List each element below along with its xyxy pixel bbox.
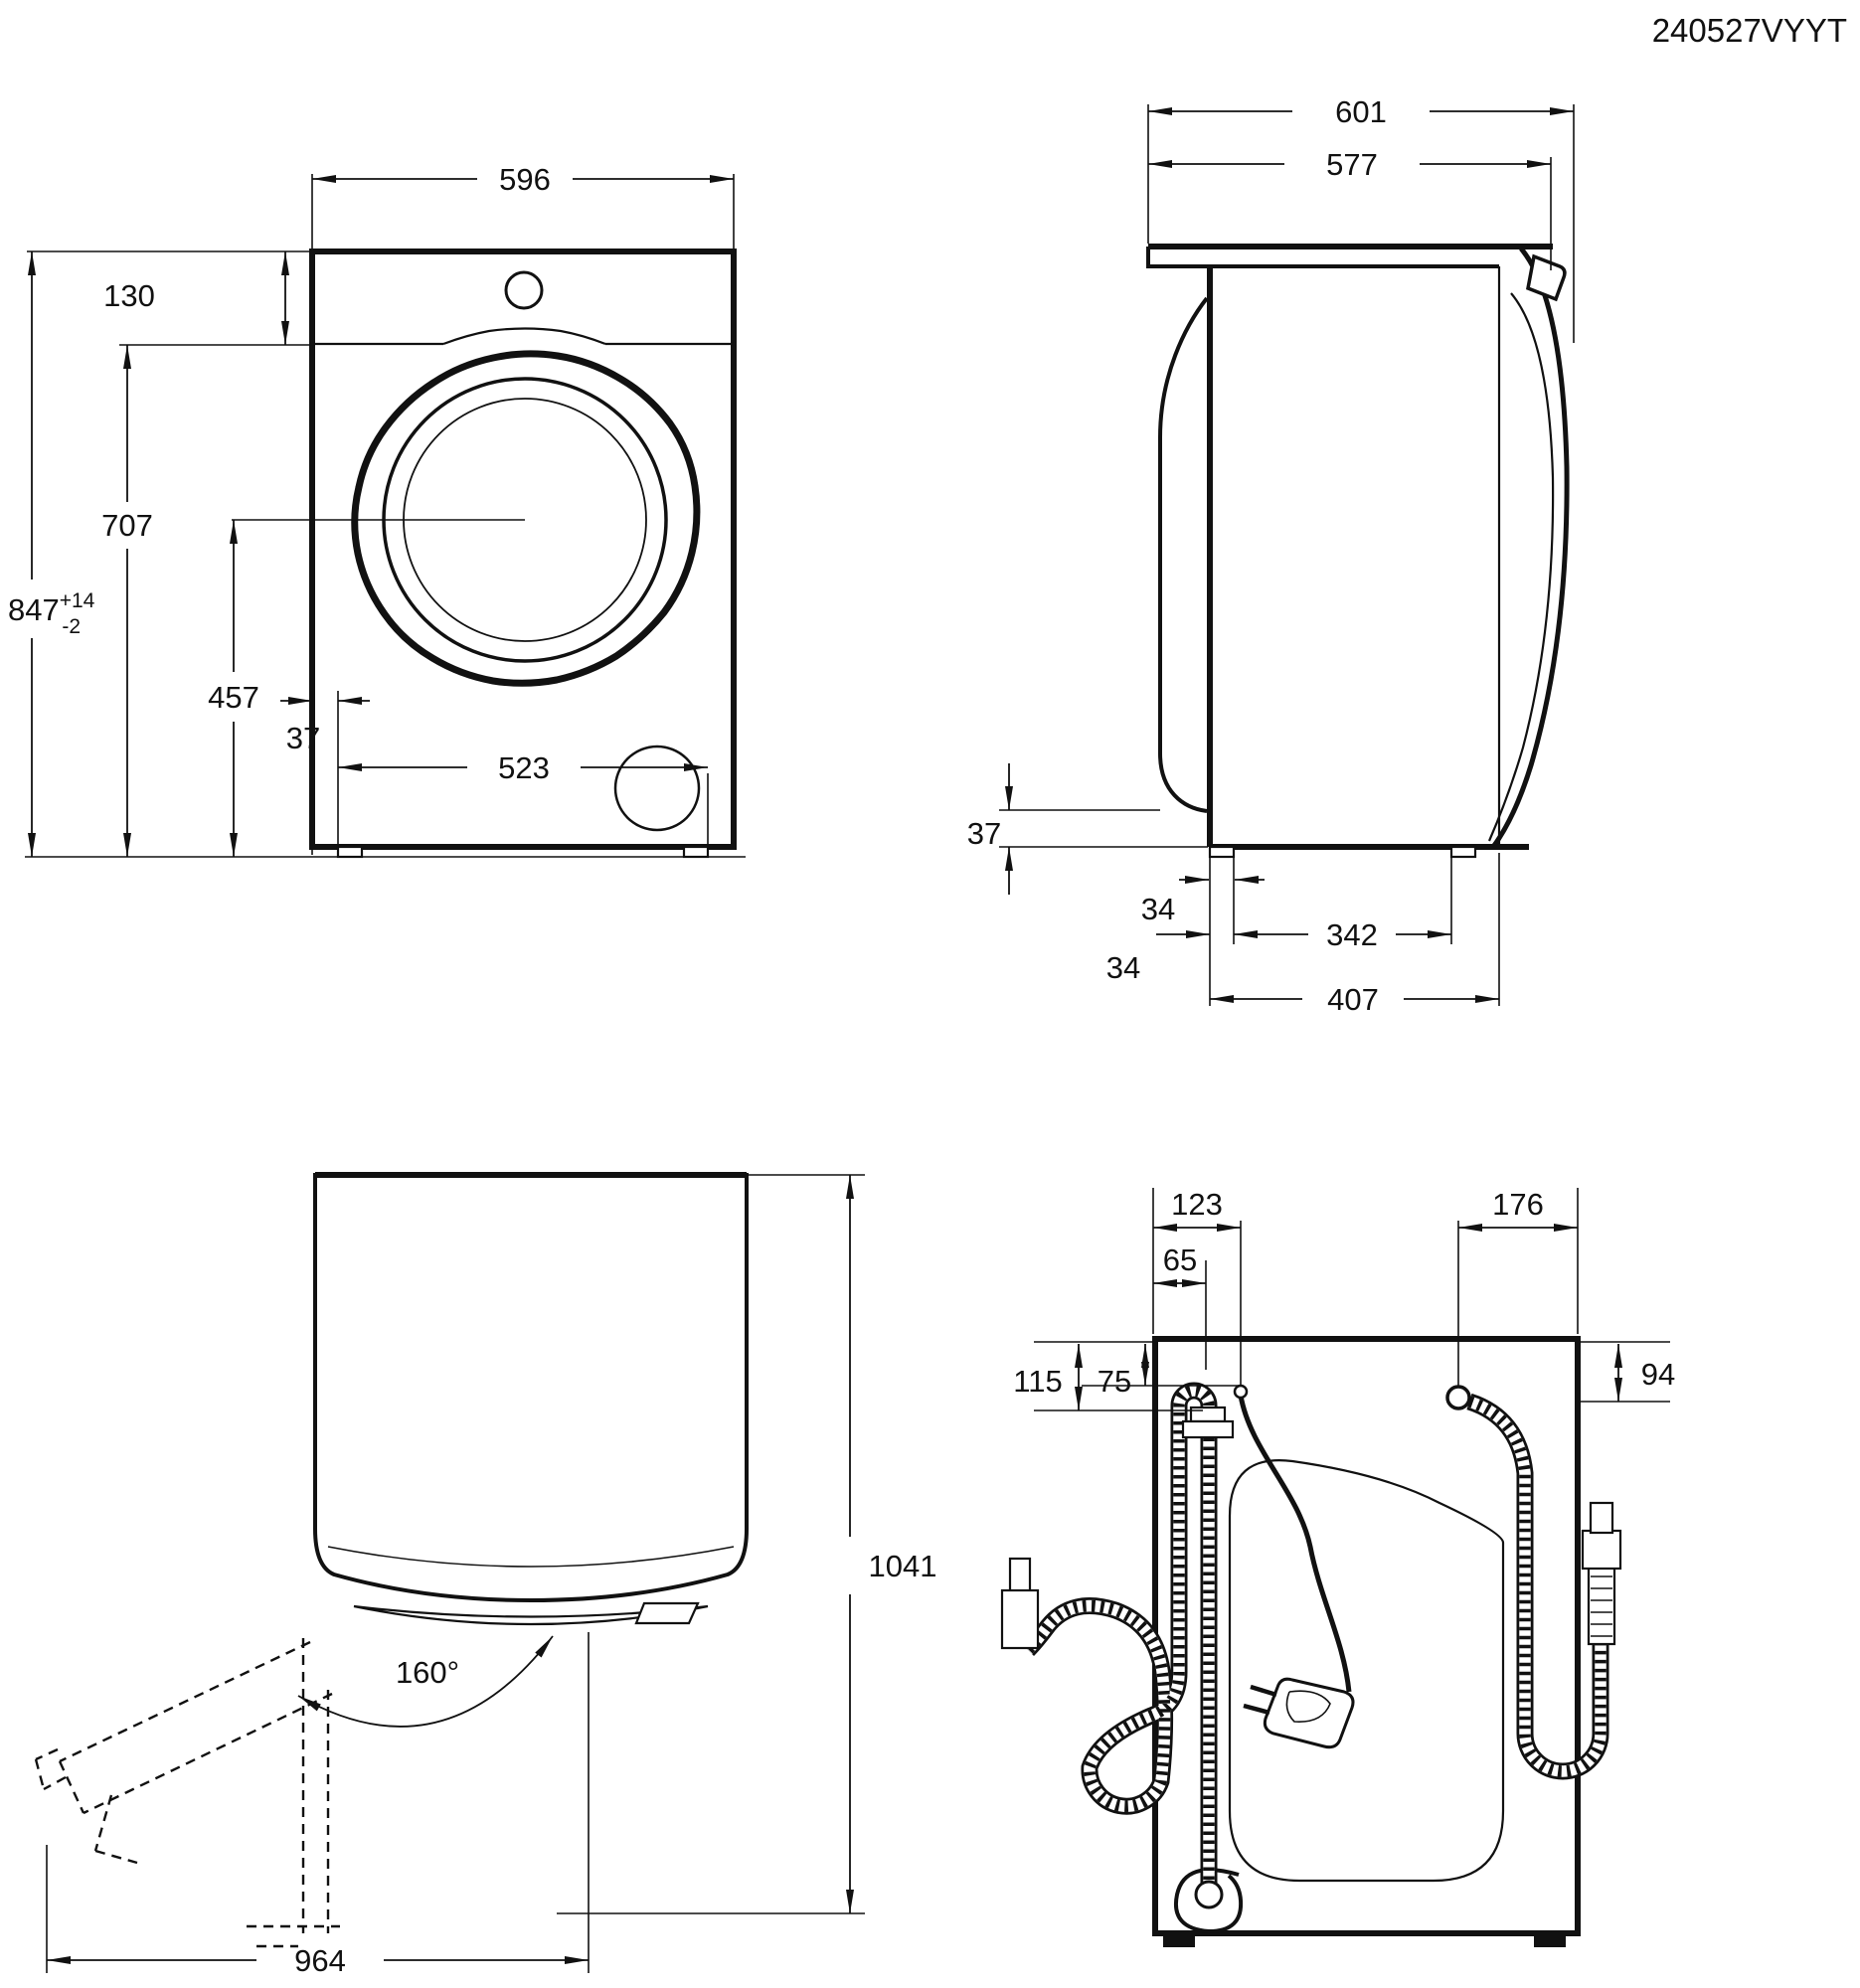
drain-hose [1028,1391,1224,1909]
inlet-hose [1445,1385,1622,1771]
svg-text:1041: 1041 [869,1549,937,1583]
rear-left-foot [1163,1933,1195,1947]
svg-text:407: 407 [1327,982,1379,1017]
rear-inner-panel [1228,1459,1505,1883]
svg-text:457: 457 [208,680,259,715]
dim-rear-drain-offset: 65 [1153,1242,1206,1287]
side-top-panel-lip [1146,247,1499,268]
dim-rear-cord-offset: 123 [1153,1187,1241,1232]
top-front-inner-line [327,1546,735,1568]
front-view: 596 130 707 847+14-2 457 [8,162,746,859]
dim-side-plinth: 37 [967,763,1013,895]
inlet-hose-connector [1581,1501,1622,1646]
drawing-code: 240527VYYT [1652,12,1847,49]
front-extension-lines [25,174,746,858]
dim-side-depth-door: 601 [1148,94,1574,129]
dim-front-feet-span: 523 [338,750,708,785]
dim-rear-inlet-offset: 176 [1458,1187,1578,1232]
svg-text:160°: 160° [396,1655,459,1690]
svg-text:34: 34 [1106,950,1140,985]
side-door-handle [1526,253,1567,302]
top-extension-lines [46,1174,865,1973]
dim-door-angle: 160° [297,1635,554,1728]
dim-top-height-open: 1041 [846,1175,937,1913]
svg-text:964: 964 [294,1943,346,1978]
svg-text:176: 176 [1492,1187,1544,1222]
dim-side-feet-span: 407 [1210,982,1499,1017]
dim-rear-inlet-drop: 94 [1614,1344,1675,1402]
top-view: 160° 1041 964 [34,1172,937,1978]
dim-front-top-panel: 130 [103,251,289,345]
top-door-sill [353,1604,709,1626]
dim-top-depth-open: 964 [47,1943,589,1978]
side-rear-foot [1208,845,1236,859]
power-cord-eyelet [1233,1384,1249,1400]
svg-text:65: 65 [1163,1242,1197,1277]
open-door-dashed-outline [34,1638,340,1948]
drain-hose-clamp [1181,1419,1235,1439]
svg-text:577: 577 [1326,147,1378,182]
side-rear-bulge [1158,296,1209,813]
dim-front-overall-height: 847+14-2 [8,251,95,857]
svg-text:115: 115 [1013,1364,1062,1399]
front-right-foot [682,845,710,859]
dim-side-feet-distance: 34 342 [1106,917,1451,985]
svg-text:94: 94 [1641,1357,1675,1392]
svg-text:596: 596 [499,162,551,197]
door-trim-wave [442,327,606,346]
dim-front-door-center-floor: 457 [208,520,259,857]
svg-text:75: 75 [1098,1364,1131,1399]
inlet-hose-eyelet [1445,1385,1471,1410]
top-cabinet-body [313,1173,749,1603]
side-front-foot [1449,845,1477,859]
drain-hose-clamp-top [1189,1406,1227,1423]
svg-text:37: 37 [967,816,1001,851]
pump-access-door [613,745,701,832]
side-door-outer [1490,247,1570,849]
svg-text:342: 342 [1326,917,1378,952]
power-plug-pins [1243,1684,1277,1716]
svg-text:123: 123 [1171,1187,1223,1222]
svg-text:34: 34 [1141,892,1175,926]
rear-right-foot [1534,1933,1566,1947]
drain-hose-connector [1000,1557,1040,1650]
dim-front-foot-inset: 37 [280,697,370,755]
top-door-latch [634,1601,700,1625]
drain-hose-end [1194,1880,1224,1909]
dim-side-foot-width: 34 [1141,876,1265,926]
front-left-foot [336,845,364,859]
power-plug [1263,1677,1355,1749]
dim-rear-drain-hose-drop: 75 [1098,1344,1149,1399]
rear-extension-lines [1034,1188,1670,1411]
power-plug-detail [1285,1690,1331,1723]
detergent-drawer-knob [504,270,544,310]
dim-rear-drain-clamp-drop: 115 [1013,1344,1083,1410]
power-cord [1233,1384,1355,1749]
svg-text:847+14-2: 847+14-2 [8,589,95,638]
side-extension-lines [999,104,1575,1006]
svg-text:130: 130 [103,278,155,313]
dim-front-width: 596 [312,162,734,197]
side-view: 601 577 37 34 34 342 [967,94,1575,1017]
drain-hose-holder-hook [1174,1868,1244,1934]
svg-text:37: 37 [286,721,320,755]
svg-text:707: 707 [101,508,153,543]
rear-view: 123 65 176 115 75 94 [1000,1187,1675,1947]
svg-text:523: 523 [498,750,550,785]
door-outer-ring [351,350,701,687]
side-door-inner [1487,292,1555,842]
svg-text:601: 601 [1335,94,1387,129]
front-cabinet-outline [309,248,737,850]
dim-front-door-center-height: 707 [101,345,153,857]
dim-side-depth-body: 577 [1148,147,1551,182]
